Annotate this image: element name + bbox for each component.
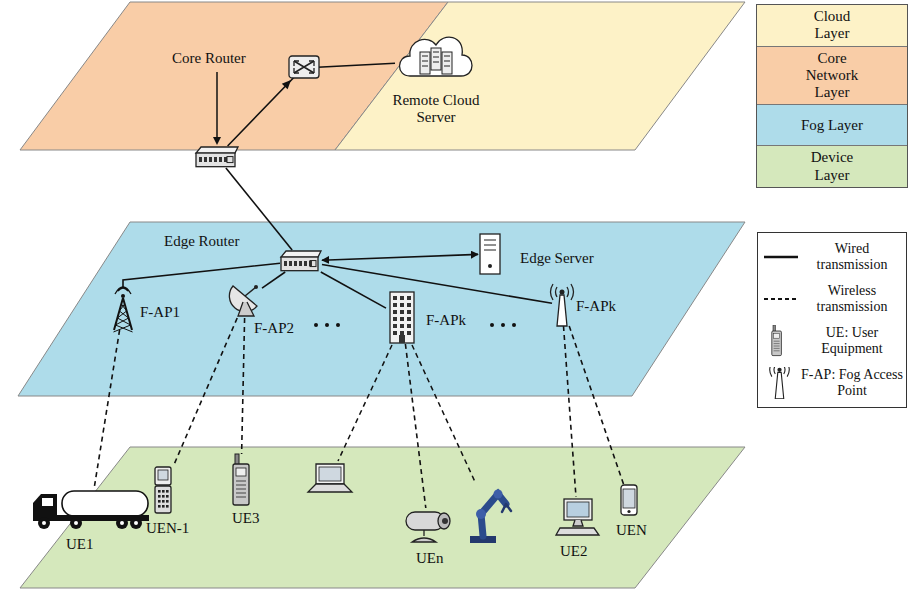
node-icon (395, 28, 477, 94)
node-icon (478, 232, 502, 276)
access-point-node: F-APk (552, 284, 572, 326)
legend-row: Wired transmission (758, 236, 906, 278)
legend-swatch: Fog Layer (757, 105, 907, 146)
ue-icon-sample (760, 325, 800, 357)
legend-row: Wireless transmission (758, 278, 906, 320)
node-label: UE3 (232, 510, 260, 527)
fap-icon-sample (760, 367, 800, 399)
node-label: F-AP1 (140, 304, 180, 321)
wireless-link (564, 326, 577, 497)
legend-text: F-AP: Fog Access Point (800, 367, 904, 399)
robot-arm-icon (470, 490, 511, 544)
node-icon (280, 250, 322, 272)
wired-link (321, 272, 386, 308)
legend-text: Cloud Layer (797, 8, 867, 43)
wireless-link (242, 318, 245, 454)
node-label: UE1 (66, 536, 94, 553)
legend-row: F-AP: Fog Access Point (758, 362, 906, 404)
access-point-node: F-APk (386, 290, 418, 344)
wireless-link (569, 326, 623, 484)
node-icon (402, 508, 454, 544)
legend-text: Wireless transmission (800, 283, 904, 315)
node-label: F-APk (426, 312, 466, 329)
router-node: Core Router (195, 146, 239, 168)
node-label: Core Router (172, 50, 246, 67)
wired-link (322, 254, 478, 260)
node-label: F-APk (576, 298, 616, 315)
node-icon (195, 146, 239, 168)
router-icon (289, 56, 319, 78)
leader-arrow (216, 72, 218, 139)
node-icon (110, 288, 136, 330)
node-icon (30, 486, 152, 530)
server-node: Edge Server (478, 232, 502, 276)
access-point-node: F-AP2 (228, 282, 262, 318)
node-label: Remote Cloud Server (380, 92, 492, 127)
node-icon (620, 484, 638, 516)
cloud-server-node: Remote Cloud Server (395, 28, 477, 94)
fog-plane (18, 222, 745, 396)
arrow-head (213, 137, 221, 145)
arrow-head (282, 80, 291, 89)
cloud-plane (335, 2, 745, 150)
device-node: UEn (402, 508, 454, 544)
node-icon (230, 454, 252, 506)
router-node: Edge Router (280, 250, 322, 272)
wired-link (123, 263, 280, 288)
wireless-line-sample (760, 283, 800, 315)
access-point-node: F-AP1 (110, 288, 136, 330)
wireless-link (95, 330, 120, 486)
legend-text: Core Network Layer (797, 50, 867, 102)
wired-link (322, 265, 552, 304)
device-node: UE2 (555, 497, 600, 537)
laptop-icon (308, 464, 352, 492)
wired-line-sample (760, 241, 800, 273)
device-plane (20, 447, 745, 588)
node-label: F-AP2 (254, 320, 294, 337)
legend-text: Fog Layer (797, 117, 867, 134)
node-icon (386, 290, 418, 344)
node-label: UEN (616, 522, 647, 539)
color-legend: Cloud LayerCore Network LayerFog LayerDe… (756, 4, 908, 188)
device-node: UE1 (30, 486, 152, 530)
node-label: Edge Router (164, 233, 239, 250)
wireless-link (405, 344, 425, 508)
symbol-legend: Wired transmissionWireless transmissionU… (757, 232, 907, 408)
ellipsis-dots (314, 323, 516, 327)
legend-text: Wired transmission (800, 241, 904, 273)
wireless-link (338, 345, 476, 484)
legend-swatch: Cloud Layer (757, 5, 907, 47)
legend-swatch: Core Network Layer (757, 47, 907, 106)
node-label: UEN-1 (146, 520, 189, 537)
node-label: Edge Server (520, 250, 594, 267)
node-icon (552, 284, 572, 326)
device-node: UE3 (230, 454, 252, 506)
legend-swatch: Device Layer (757, 146, 907, 187)
wireless-link (173, 318, 237, 466)
legend-row: UE: User Equipment (758, 320, 906, 362)
node-icon (152, 466, 174, 514)
wired-link (262, 272, 285, 288)
device-node: UEN (620, 484, 638, 516)
legend-text: UE: User Equipment (800, 325, 904, 357)
node-label: UE2 (560, 543, 588, 560)
node-label: UEn (416, 550, 444, 567)
device-node: UEN-1 (152, 466, 174, 514)
node-icon (555, 497, 600, 537)
legend-text: Device Layer (797, 149, 867, 184)
node-icon (228, 282, 262, 318)
